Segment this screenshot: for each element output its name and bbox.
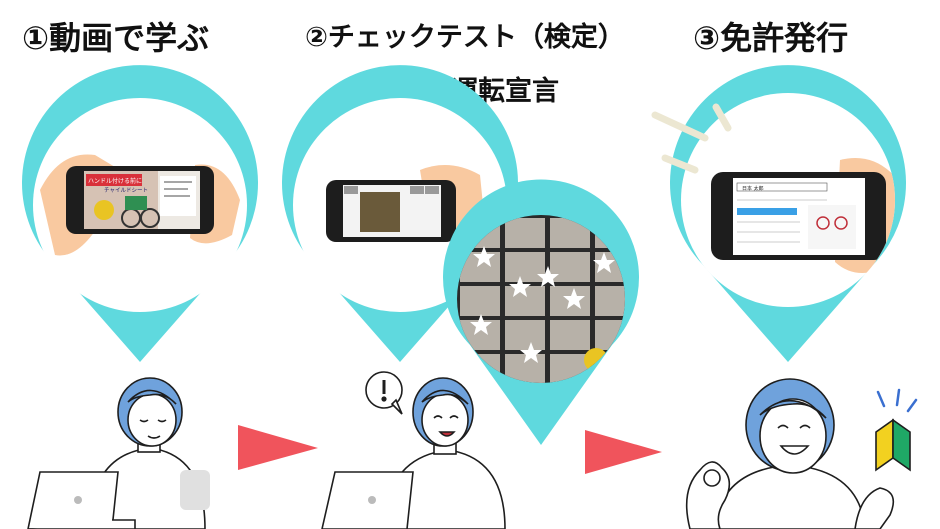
arrow-right-icon <box>585 430 662 474</box>
sparkle-line <box>651 111 709 142</box>
arrow-right-icon <box>238 425 318 470</box>
screen1-banner: ハンドル付ける前に <box>88 177 142 185</box>
step1-title: ①動画で学ぶ <box>22 19 210 57</box>
location-pin-3: 日本 太郎 <box>651 65 906 363</box>
mascot-icon <box>94 200 114 220</box>
star-icon <box>470 246 615 363</box>
beginner-badge-icon <box>875 418 911 472</box>
screen1-banner2: チャイルドシート <box>104 187 148 194</box>
person-ok-sign <box>685 378 918 529</box>
license-name: 日本 太郎 <box>742 185 764 192</box>
step2-title: ②チェックテスト（検定） <box>305 22 625 53</box>
step3-title: ③免許発行 <box>693 19 849 57</box>
laptop-icon <box>27 471 119 529</box>
person-at-laptop-1 <box>27 377 210 529</box>
bicycle-icon <box>816 216 830 230</box>
location-pin-1: ハンドル付ける前に チャイルドシート <box>22 65 259 363</box>
mascot-icon <box>584 348 608 372</box>
person-at-laptop-2 <box>321 371 506 529</box>
laptop-icon <box>321 471 414 529</box>
